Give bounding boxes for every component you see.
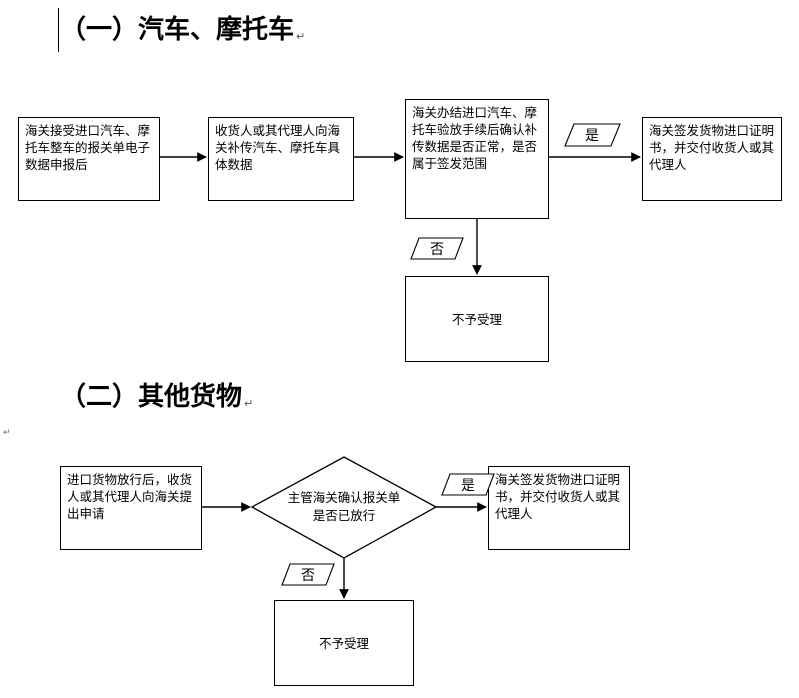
no-label-1: 否 (410, 237, 464, 260)
step-issue-certificate-2-text: 海关签发货物进口证明书，并交付收货人或其代理人 (495, 472, 621, 521)
paragraph-mark-icon: ↵ (3, 428, 11, 438)
step-receive-declaration-text: 海关接受进口汽车、摩托车整车的报关单电子数据申报后 (25, 123, 151, 172)
section-2-heading: （二）其他货物↵ (60, 381, 253, 420)
no-label-2-text: 否 (301, 568, 315, 584)
step-apply-text: 进口货物放行后，收货人或其代理人向海关提出申请 (67, 472, 193, 521)
no-label-2: 否 (281, 563, 335, 586)
step-issue-certificate: 海关签发货物进口证明书，并交付收货人或其代理人 (642, 117, 782, 201)
step-issue-certificate-2: 海关签发货物进口证明书，并交付收货人或其代理人 (488, 466, 630, 550)
step-reject-2-text: 不予受理 (318, 635, 369, 651)
step-submit-vehicle-data-text: 收货人或其代理人向海关补传汽车、摩托车具体数据 (215, 123, 341, 172)
step-reject-2: 不予受理 (274, 600, 414, 686)
paragraph-mark-icon: ↵ (244, 397, 254, 410)
section-1-heading-text: （一）汽车、摩托车 (60, 15, 295, 45)
step-submit-vehicle-data: 收货人或其代理人向海关补传汽车、摩托车具体数据 (208, 117, 354, 201)
section-1-heading: （一）汽车、摩托车↵ (60, 14, 305, 53)
step-reject-text: 不予受理 (451, 311, 502, 327)
step-receive-declaration: 海关接受进口汽车、摩托车整车的报关单电子数据申报后 (18, 117, 160, 201)
decision-line-2: 是否已放行 (313, 508, 376, 523)
decision-line-1: 主管海关确认报关单 (288, 490, 401, 505)
step-issue-certificate-text: 海关签发货物进口证明书，并交付收货人或其代理人 (649, 123, 775, 172)
paragraph-mark-icon: ↵ (296, 30, 306, 43)
no-label-1-text: 否 (430, 242, 444, 258)
step-apply: 进口货物放行后，收货人或其代理人向海关提出申请 (60, 466, 202, 550)
text-cursor (58, 8, 59, 52)
step-reject: 不予受理 (405, 276, 549, 362)
step-confirm-data: 海关办结进口汽车、摩托车验放手续后确认补传数据是否正常，是否属于签发范围 (405, 99, 549, 219)
yes-label-2-text: 是 (461, 478, 475, 494)
yes-label-1-text: 是 (585, 128, 599, 144)
yes-label-2: 是 (441, 473, 495, 496)
yes-label-1: 是 (564, 123, 621, 147)
step-confirm-data-text: 海关办结进口汽车、摩托车验放手续后确认补传数据是否正常，是否属于签发范围 (412, 105, 538, 171)
section-2-heading-text: （二）其他货物 (60, 382, 243, 412)
decision-diamond: 主管海关确认报关单 是否已放行 (250, 456, 438, 559)
